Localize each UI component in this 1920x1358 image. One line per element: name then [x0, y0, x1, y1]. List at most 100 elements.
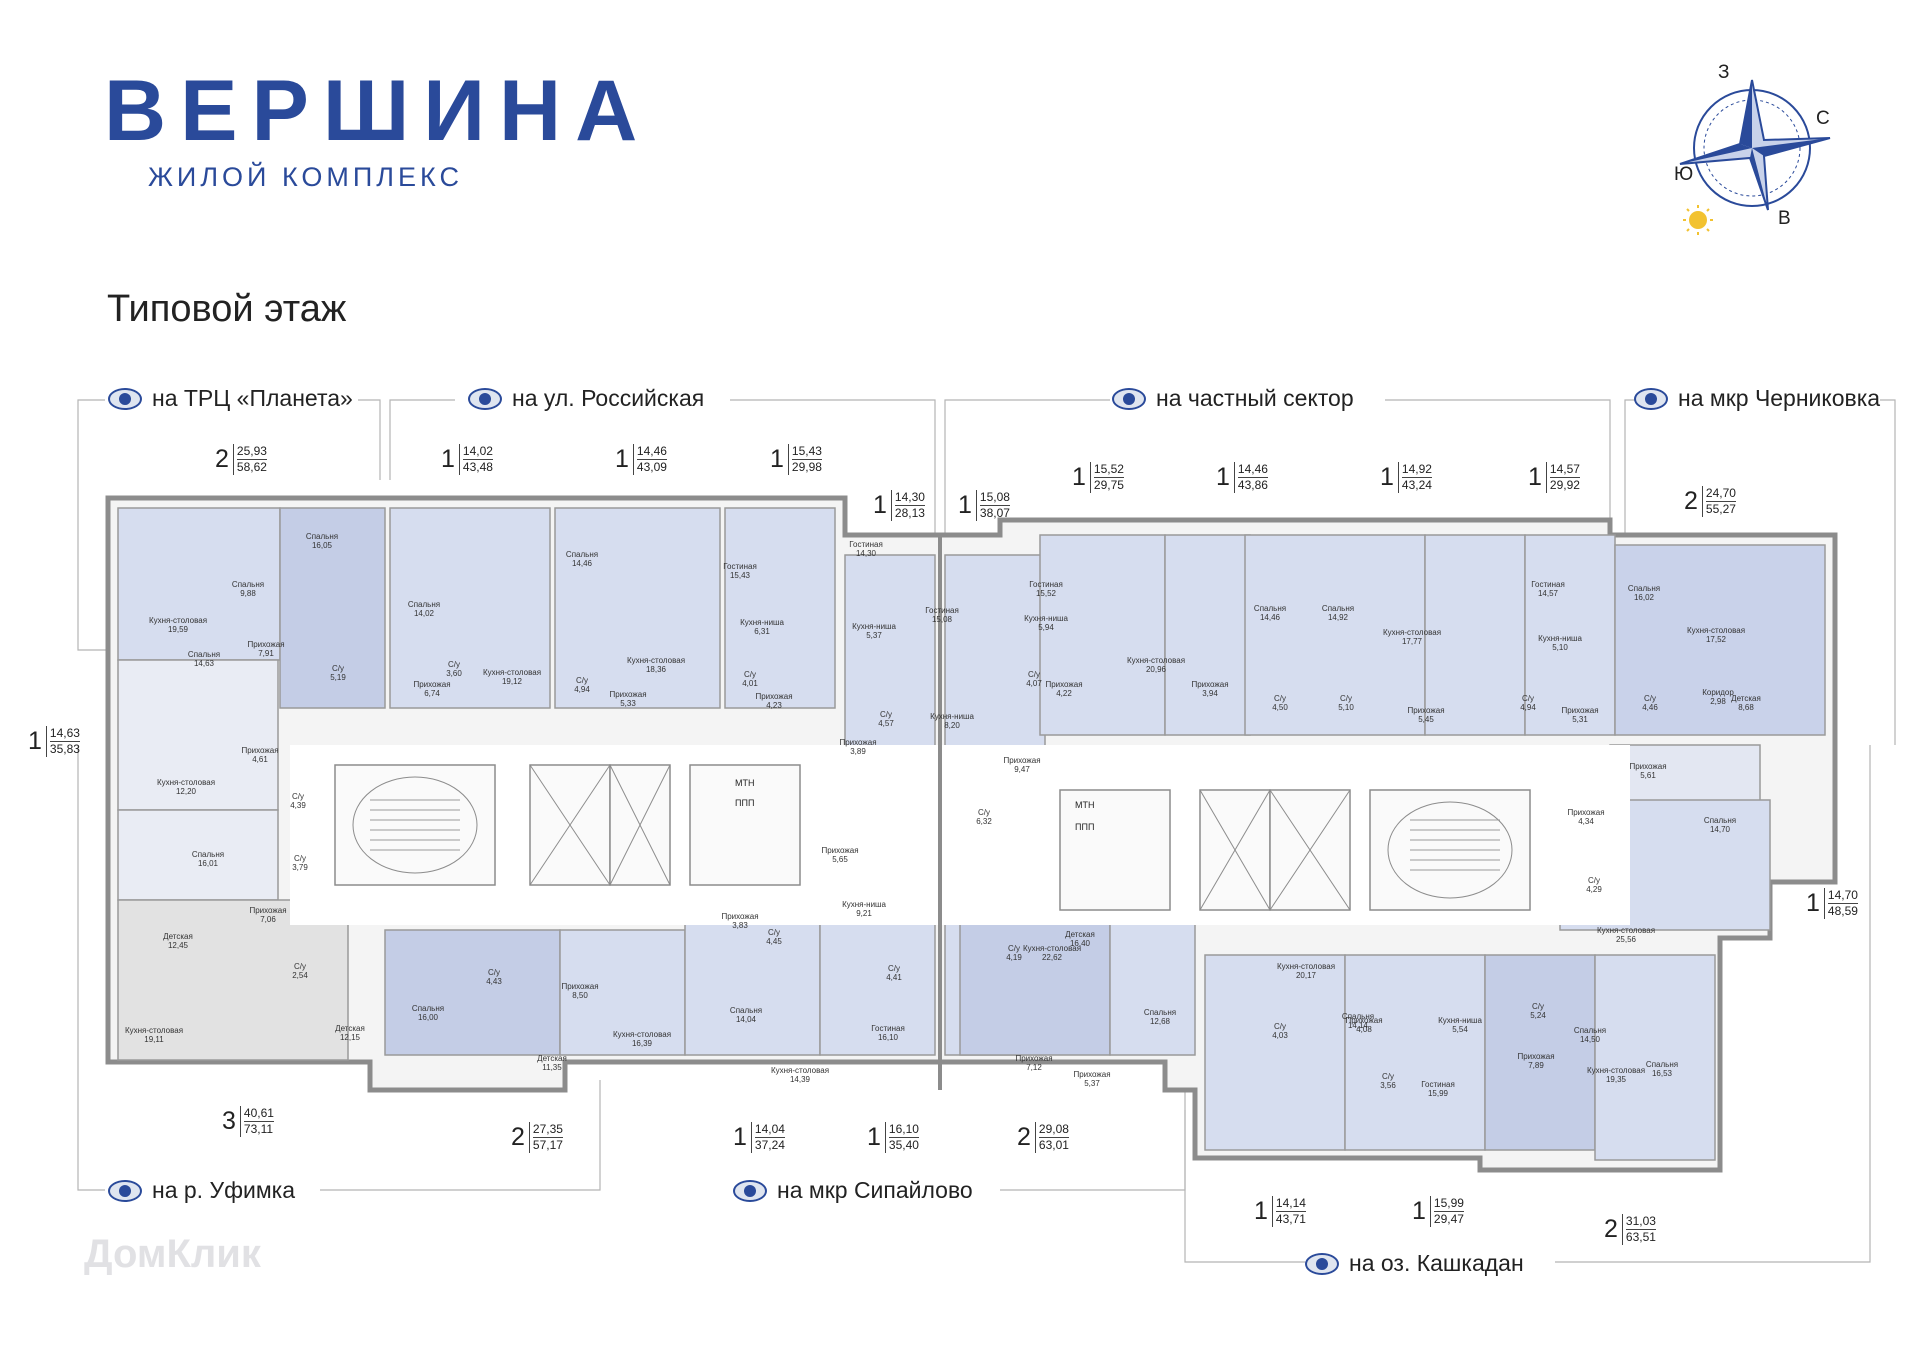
room-area: 5,61	[1640, 771, 1656, 780]
room-name: Гостиная	[1531, 580, 1565, 589]
room-name: Прихожая	[249, 906, 287, 915]
living-area: 27,35	[532, 1122, 563, 1136]
room-area: 8,50	[572, 991, 588, 1000]
room-name: Кухня-ниша	[740, 618, 784, 627]
total-area: 29,98	[791, 459, 822, 474]
room-name: Гостиная	[723, 562, 757, 571]
room-name: Прихожая	[1517, 1052, 1555, 1061]
room-area: 14,92	[1327, 613, 1349, 622]
total-area: 43,24	[1401, 477, 1432, 492]
living-area: 24,70	[1705, 486, 1736, 500]
room-area: 5,24	[1530, 1011, 1546, 1020]
living-area: 14,02	[462, 444, 493, 458]
room-area: 4,29	[1586, 885, 1602, 894]
room-area: 20,96	[1145, 665, 1167, 674]
room-name: Спальня	[1703, 816, 1737, 825]
room-area: 9,88	[240, 589, 256, 598]
room-area: 4,41	[886, 973, 902, 982]
room-name: С/у	[1007, 944, 1020, 953]
apartment-rooms: 1	[1216, 463, 1230, 491]
living-area: 15,08	[979, 490, 1010, 504]
living-area: 14,63	[49, 726, 80, 740]
room-area: 6,74	[424, 689, 440, 698]
compass-west: З	[1718, 62, 1730, 83]
room-area: 2,54	[292, 971, 308, 980]
living-area: 14,57	[1549, 462, 1580, 476]
eye-icon	[108, 387, 142, 410]
room-name: Прихожая	[1407, 706, 1445, 715]
living-area: 14,04	[754, 1122, 785, 1136]
room-area: 16,00	[417, 1013, 439, 1022]
room-name: Прихожая	[1191, 680, 1229, 689]
room-area: 5,33	[620, 699, 636, 708]
view-label: на р. Уфимка	[152, 1177, 296, 1203]
total-area: 63,01	[1038, 1137, 1069, 1152]
room-name: Спальня	[1321, 604, 1355, 613]
total-area: 37,24	[754, 1137, 785, 1152]
total-area: 35,40	[888, 1137, 919, 1152]
room-name: Кухня-столовая	[1276, 962, 1336, 971]
room-name: С/у	[887, 964, 900, 973]
room-area: 14,14	[1347, 1021, 1369, 1030]
watermark: ДомКлик	[84, 1232, 261, 1276]
room-name: Детская	[1731, 694, 1761, 703]
view-label: на ТРЦ «Планета»	[152, 385, 353, 411]
apartment-rooms: 1	[1806, 889, 1820, 917]
room-area: 4,94	[574, 685, 590, 694]
room-name: Кухня-столовая	[1596, 926, 1656, 935]
room-name: С/у	[743, 670, 756, 679]
living-area: 14,70	[1827, 888, 1858, 902]
living-area: 31,03	[1625, 1214, 1656, 1228]
room-name: Спальня	[231, 580, 265, 589]
room-name: Гостиная	[925, 606, 959, 615]
room-name: Детская	[335, 1024, 365, 1033]
compass: З С Ю В	[1660, 60, 1840, 250]
room-name: С/у	[291, 792, 304, 801]
room-name: Гостиная	[849, 540, 883, 549]
apartment-rooms: 1	[958, 491, 972, 519]
total-area: 43,48	[462, 459, 493, 474]
room-name: С/у	[575, 676, 588, 685]
living-area: 14,46	[636, 444, 667, 458]
room-area: 7,91	[258, 649, 274, 658]
